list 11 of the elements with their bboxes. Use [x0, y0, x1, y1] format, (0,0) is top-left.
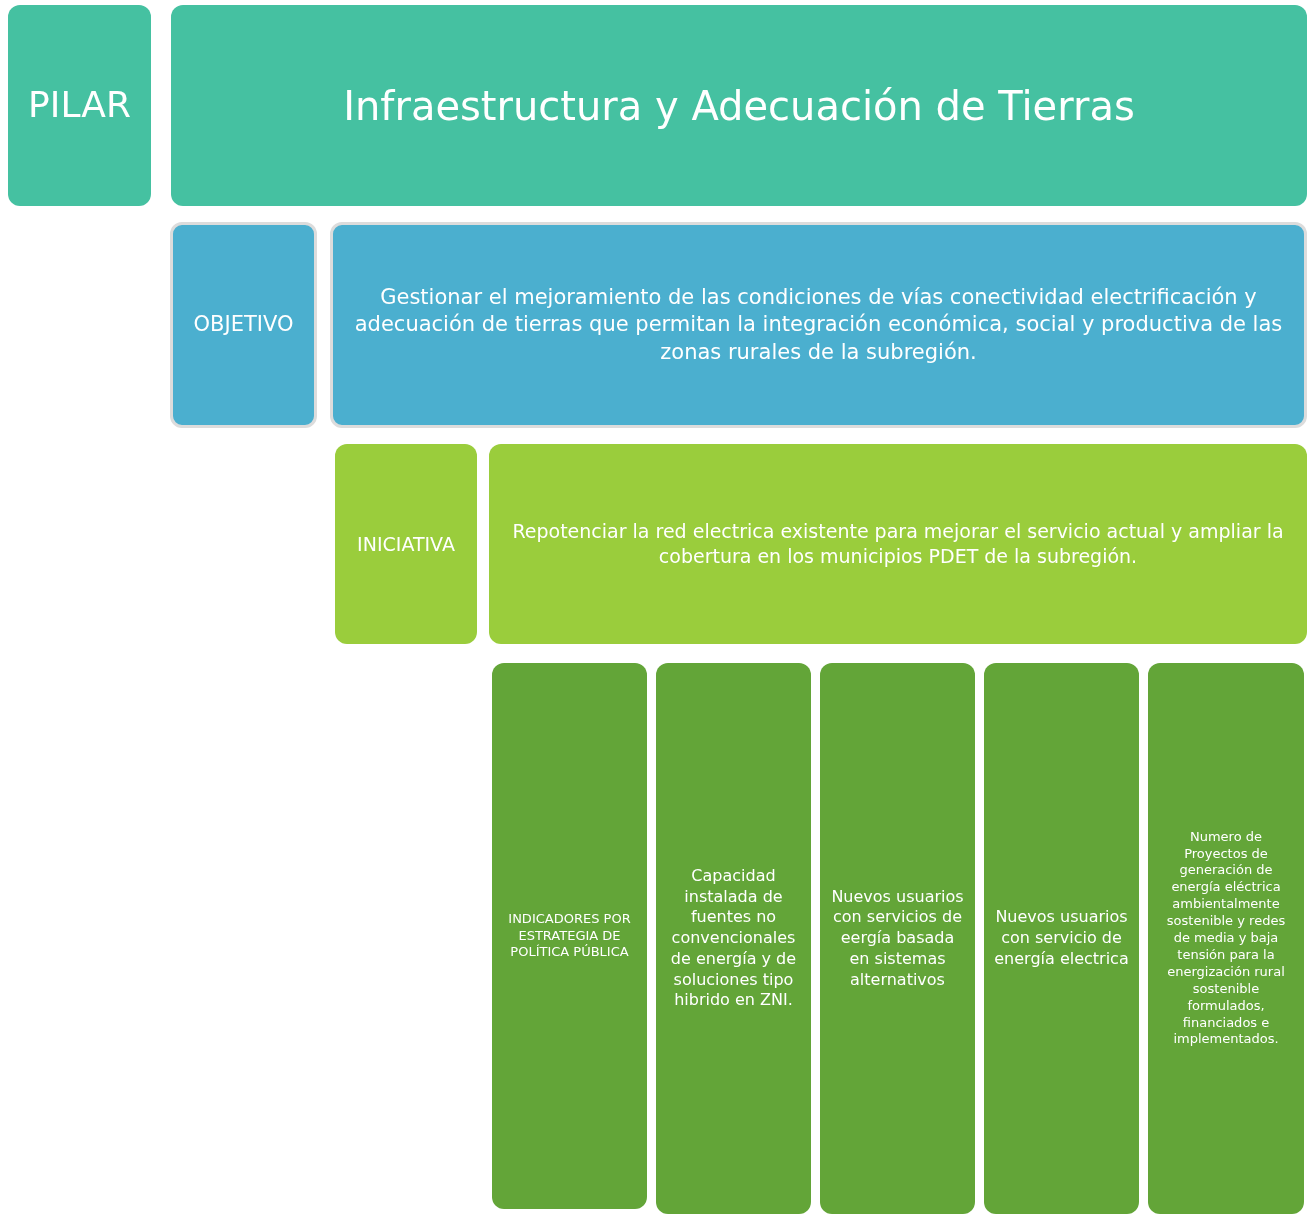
indicator-box: Nuevos usuarios con servicios de eergía basada en sistemas alternativos — [820, 663, 975, 1214]
title-banner: Infraestructura y Adecuación de Tierras — [171, 5, 1307, 206]
section-label-box: INICIATIVA — [335, 444, 477, 644]
indicator-box: Numero de Proyectos de generación de energía eléctrica ambientalmente sostenible y redes de media y baja tensión para la energización rural sostenible formulados, financiados e implementados. — [1148, 663, 1304, 1214]
pillar-label-box: PILAR — [8, 5, 151, 206]
initiative-box: Repotenciar la red electrica existente para mejorar el servicio actual y ampliar la cobertura en los municipios PDET de la subregión. — [489, 444, 1307, 644]
section-label-box: OBJETIVO — [170, 222, 317, 428]
indicator-box: Nuevos usuarios con servicio de energía electrica — [984, 663, 1139, 1214]
indicator-box: Capacidad instalada de fuentes no convencionales de energía y de soluciones tipo hibrido en ZNI. — [656, 663, 811, 1214]
indicator-header-box: INDICADORES POR ESTRATEGIA DE POLÍTICA PÚBLICA — [492, 663, 647, 1209]
objective-box: Gestionar el mejoramiento de las condiciones de vías conectividad electrificación y adecuación de tierras que permitan la integración económica, social y productiva de las zonas rurales de la subregión. — [330, 222, 1307, 428]
